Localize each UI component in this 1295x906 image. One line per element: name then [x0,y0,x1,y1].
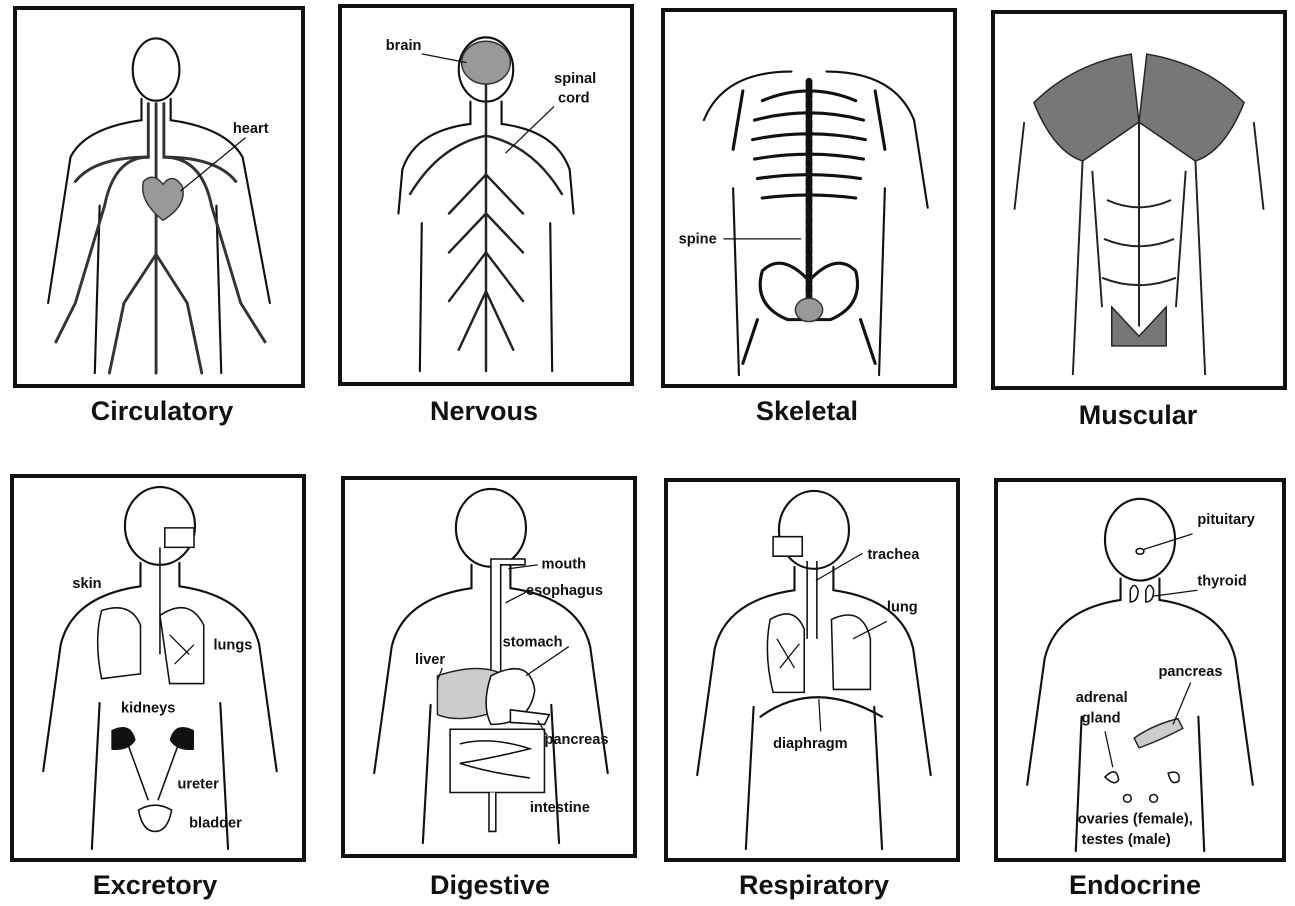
label-spine: spine [679,232,717,248]
skeletal-panel: spine [661,8,957,388]
muscular-panel [991,10,1287,390]
lung-left-organ [98,608,141,679]
adrenal-gland-left [1105,772,1119,783]
pituitary-organ [1136,548,1144,554]
title-muscular: Muscular [988,400,1288,431]
label-lung: lung [887,600,918,616]
label-pancreas: pancreas [544,732,608,748]
endocrine-diagram: pituitary thyroid pancreas adrenal gland… [998,482,1282,858]
nervous-panel: brain spinal cord [338,4,634,386]
endocrine-panel: pituitary thyroid pancreas adrenal gland… [994,478,1286,862]
label-heart: heart [233,121,269,137]
label-brain: brain [386,38,422,54]
thyroid-organ [1130,585,1153,602]
respiratory-panel: trachea lung diaphragm [664,478,960,862]
excretory-panel: skin lungs kidneys ureter bladder [10,474,306,862]
pancreas-organ [1134,719,1183,748]
label-gland: gland [1082,711,1121,727]
skeletal-diagram: spine [665,12,953,384]
label-spinal: spinal [554,71,596,87]
label-skin: skin [72,576,101,592]
label-pituitary: pituitary [1197,512,1255,528]
ovary-right [1150,794,1158,802]
label-pancreas: pancreas [1158,664,1222,680]
label-esophagus: esophagus [526,583,603,599]
intestine-organ [450,729,544,792]
title-circulatory: Circulatory [12,396,312,427]
nervous-diagram: brain spinal cord [342,8,630,382]
heart-organ [143,177,184,220]
title-endocrine: Endocrine [985,870,1285,901]
ovary-left [1123,794,1131,802]
title-nervous: Nervous [334,396,634,427]
circulatory-panel: heart [13,6,305,388]
label-liver: liver [415,652,445,668]
label-cord: cord [558,91,590,107]
label-thyroid: thyroid [1197,573,1246,589]
label-stomach: stomach [503,635,563,651]
circulatory-diagram: heart [17,10,301,384]
label-intestine: intestine [530,800,590,816]
label-lungs: lungs [213,638,252,654]
label-adrenal: adrenal [1076,690,1128,706]
title-skeletal: Skeletal [657,396,957,427]
title-digestive: Digestive [340,870,640,901]
trachea-organ [807,561,817,639]
digestive-diagram: mouth esophagus stomach liver pancreas i… [345,480,633,854]
body-outline [697,491,931,849]
nerves [410,85,562,371]
title-excretory: Excretory [5,870,305,901]
respiratory-diagram: trachea lung diaphragm [668,482,956,858]
label-trachea: trachea [867,547,920,563]
kidney-right-organ [170,727,194,750]
digestive-panel: mouth esophagus stomach liver pancreas i… [341,476,637,858]
label-mouth: mouth [542,557,587,573]
diaphragm-organ [760,697,882,716]
esophagus-organ [491,559,525,676]
lung-right-organ [160,608,204,684]
excretory-diagram: skin lungs kidneys ureter bladder [14,478,302,858]
bladder-organ [139,805,172,831]
label-testes: testes (male) [1082,832,1171,848]
muscle-figure [1014,54,1263,375]
label-ureter: ureter [177,777,219,793]
title-respiratory: Respiratory [664,870,964,901]
kidney-left-organ [111,727,135,750]
brain-organ [462,41,511,84]
muscular-diagram [995,14,1283,386]
lung-right-organ [831,615,870,689]
label-kidneys: kidneys [121,701,175,717]
label-ovaries: ovaries (female), [1078,812,1193,828]
adrenal-gland-right [1168,772,1179,783]
label-diaphragm: diaphragm [773,736,848,752]
label-bladder: bladder [189,816,242,832]
